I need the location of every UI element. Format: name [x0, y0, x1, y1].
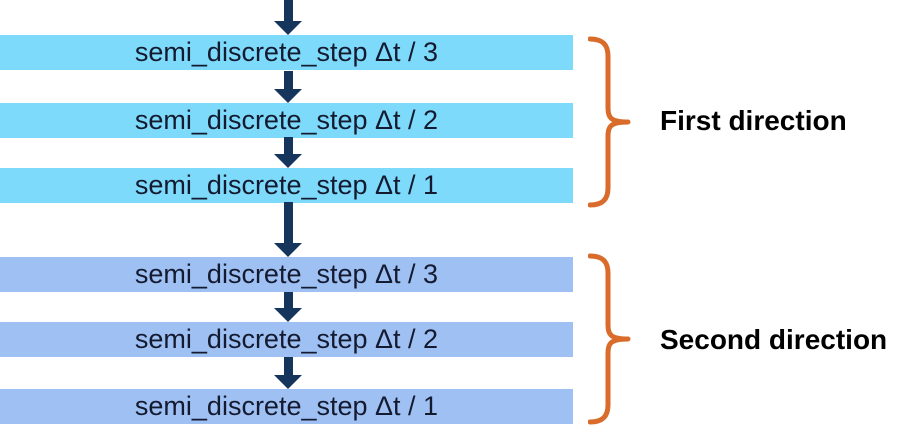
first-direction-label: First direction	[660, 105, 847, 136]
step-box-first-dt1: semi_discrete_step Δt / 1	[0, 168, 573, 203]
step-box-first-dt2: semi_discrete_step Δt / 2	[0, 103, 573, 138]
arrow-shaft	[283, 202, 293, 243]
step-box-second-dt3: semi_discrete_step Δt / 3	[0, 257, 573, 292]
arrow-shaft	[283, 0, 293, 21]
arrow-shaft	[283, 357, 293, 375]
flow-arrow-down-icon	[274, 202, 302, 257]
second-direction-brace-icon	[588, 253, 631, 425]
step-box-first-dt3: semi_discrete_step Δt / 3	[0, 35, 573, 70]
flow-arrow-down-icon	[274, 0, 302, 35]
flow-arrow-down-icon	[274, 357, 302, 389]
step-box-second-dt1: semi_discrete_step Δt / 1	[0, 389, 573, 424]
arrow-shaft	[283, 71, 293, 89]
step-box-second-dt2: semi_discrete_step Δt / 2	[0, 322, 573, 357]
arrow-head	[274, 21, 302, 35]
arrow-head	[274, 89, 302, 103]
second-direction-label: Second direction	[660, 324, 888, 355]
arrow-shaft	[283, 292, 293, 308]
flow-arrow-down-icon	[274, 71, 302, 103]
arrow-shaft	[283, 137, 293, 154]
arrow-head	[274, 154, 302, 168]
arrow-head	[274, 308, 302, 322]
flow-arrow-down-icon	[274, 137, 302, 168]
arrow-head	[274, 375, 302, 389]
first-direction-brace-icon	[588, 36, 631, 208]
flow-arrow-down-icon	[274, 292, 302, 322]
arrow-head	[274, 243, 302, 257]
